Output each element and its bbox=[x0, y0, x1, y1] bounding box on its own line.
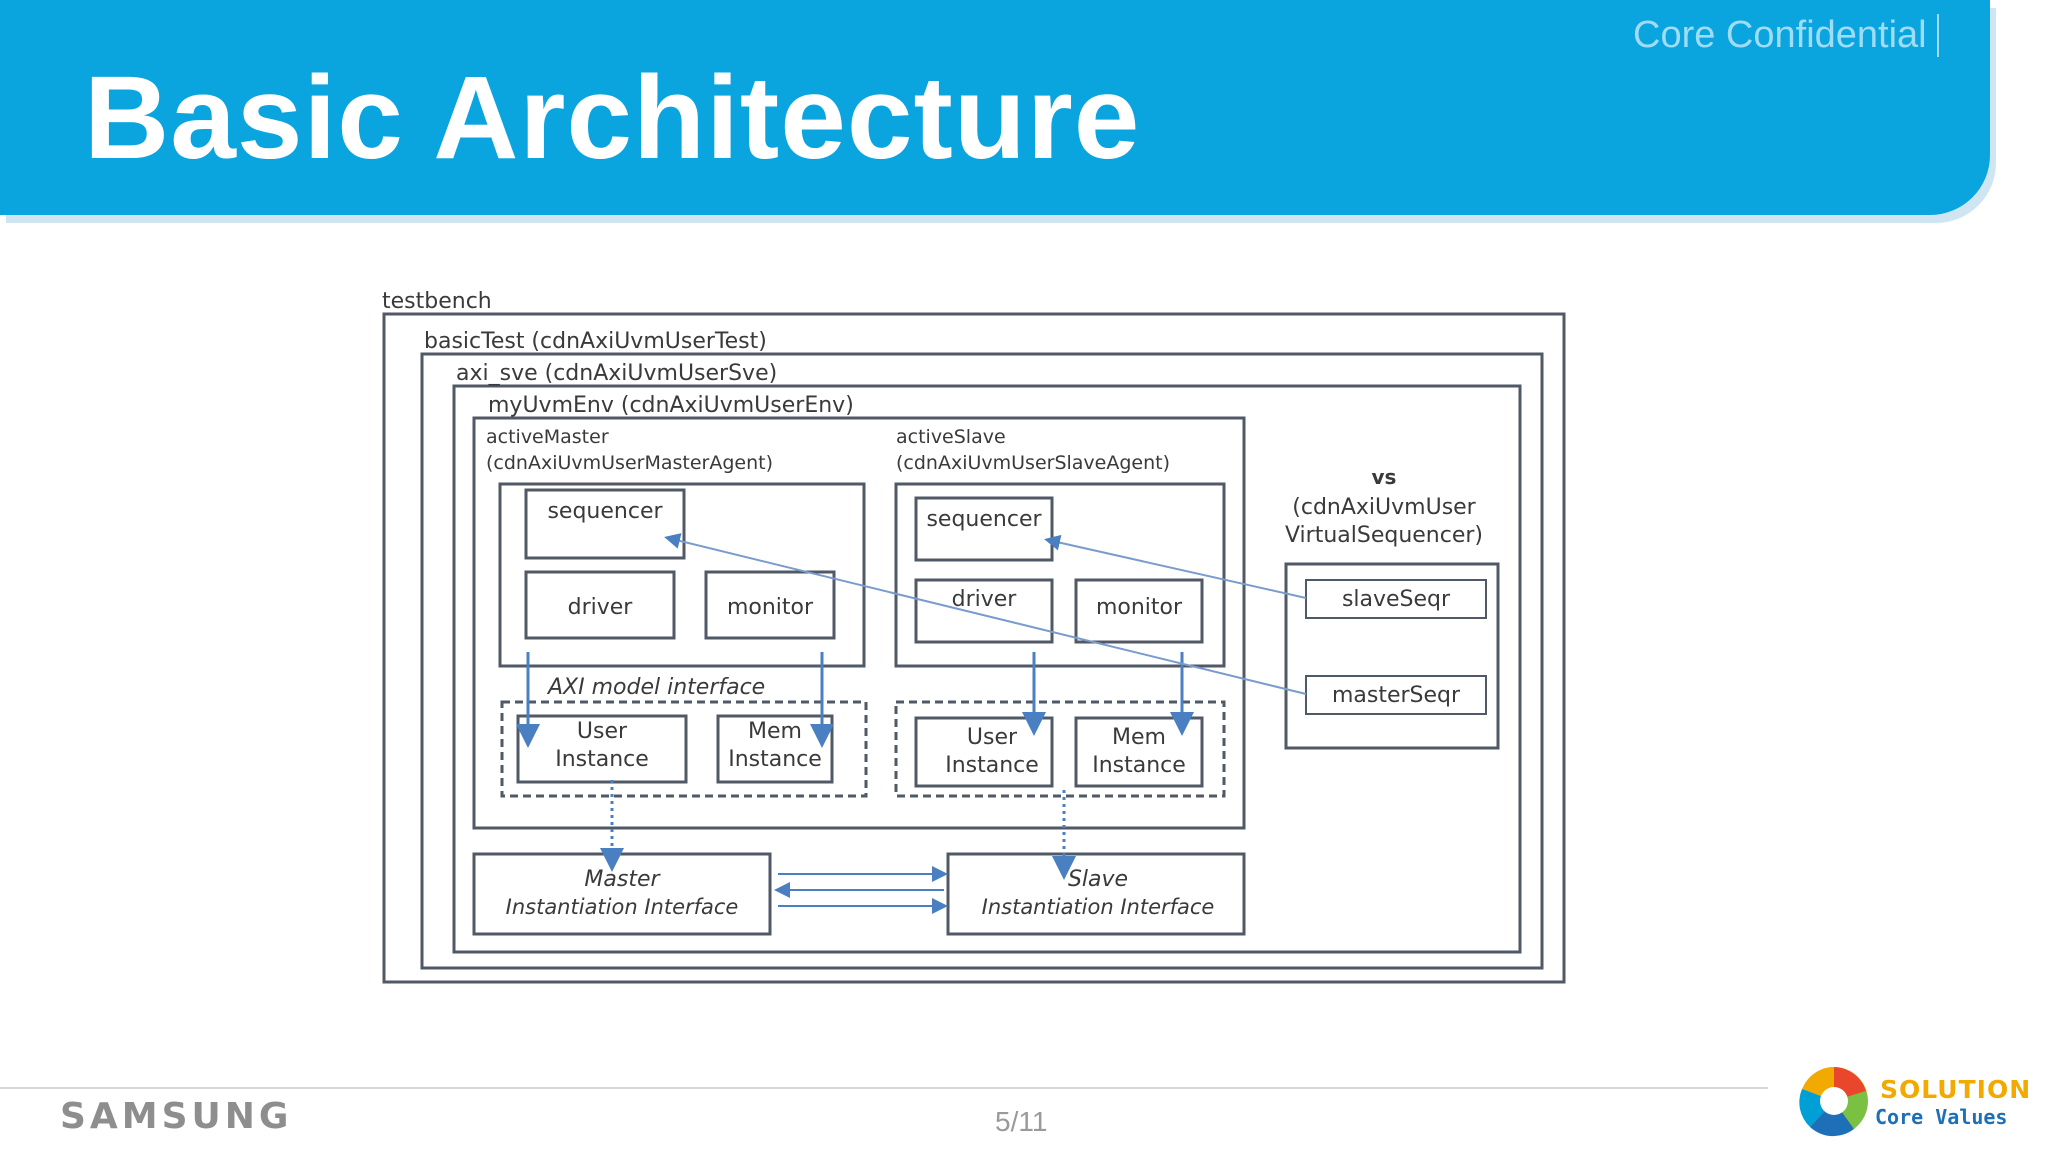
slave-agent-name: activeSlave bbox=[896, 426, 1006, 448]
logo-word-solution: SOLUTION bbox=[1880, 1075, 2032, 1104]
slave-sequencer-box bbox=[914, 496, 1054, 562]
header-bar bbox=[0, 0, 1990, 215]
vs-class-label-2: VirtualSequencer) bbox=[1285, 523, 1483, 548]
master-monitor-box bbox=[704, 570, 836, 640]
master-user-label: User bbox=[577, 719, 628, 744]
slave-seqr-link bbox=[1044, 534, 1307, 599]
slave-axi-interface-box bbox=[894, 700, 1226, 798]
master-ii-label-2: Instantiation Interface bbox=[506, 895, 739, 919]
slave-seqr-box bbox=[1305, 579, 1487, 619]
master-mem-instance-label: Instance bbox=[728, 747, 822, 772]
slave-ii-label-2: Instantiation Interface bbox=[982, 895, 1215, 919]
testbench-label: testbench bbox=[382, 289, 492, 314]
basic-test-label: basicTest (cdnAxiUvmUserTest) bbox=[424, 329, 767, 354]
slave-sequencer-label: sequencer bbox=[926, 507, 1042, 532]
samsung-logo: SAMSUNG bbox=[60, 1096, 293, 1137]
master-agent-name: activeMaster bbox=[486, 426, 609, 448]
basic-test-box bbox=[420, 352, 1544, 970]
confidential-label: Core Confidential bbox=[1633, 14, 1939, 57]
master-seqr-label: masterSeqr bbox=[1332, 683, 1461, 708]
env-box bbox=[472, 416, 1246, 830]
master-driver-label: driver bbox=[568, 595, 634, 620]
env-label: myUvmEnv (cdnAxiUvmUserEnv) bbox=[488, 393, 854, 418]
master-sequencer-box bbox=[524, 488, 686, 560]
master-ii-label: Master bbox=[584, 867, 661, 892]
master-driver-box bbox=[524, 570, 676, 640]
slave-driver-box bbox=[914, 578, 1054, 644]
virtual-sequencer-box bbox=[1284, 562, 1500, 750]
slave-user-label: User bbox=[967, 725, 1018, 750]
vs-class-label-1: (cdnAxiUvmUser bbox=[1292, 495, 1476, 520]
slave-mem-instance-label: Instance bbox=[1092, 753, 1186, 778]
axi-sve-box bbox=[452, 384, 1522, 954]
slave-mem-label: Mem bbox=[1112, 725, 1166, 750]
master-mem-label: Mem bbox=[748, 719, 802, 744]
master-agent-class: (cdnAxiUvmUserMasterAgent) bbox=[486, 452, 773, 474]
vs-label: vs bbox=[1372, 465, 1397, 489]
solution-logo-icon bbox=[1799, 1067, 1868, 1137]
slave-instantiation-interface-box bbox=[946, 852, 1246, 936]
master-sequencer-label: sequencer bbox=[547, 499, 663, 524]
master-seqr-box bbox=[1305, 675, 1487, 715]
master-user-instance-box bbox=[516, 714, 688, 784]
slave-seqr-label: slaveSeqr bbox=[1342, 587, 1451, 612]
master-instantiation-interface-box bbox=[472, 852, 772, 936]
slide-title: Basic Architecture bbox=[84, 52, 1141, 184]
master-agent-box bbox=[498, 482, 866, 668]
logo-word-core-values: Core Values bbox=[1875, 1105, 2008, 1129]
footer-divider bbox=[0, 1087, 1768, 1089]
slave-agent-class: (cdnAxiUvmUserSlaveAgent) bbox=[896, 452, 1170, 474]
slave-user-instance-label: Instance bbox=[945, 753, 1039, 778]
master-user-instance-label: Instance bbox=[555, 747, 649, 772]
axi-sve-label: axi_sve (cdnAxiUvmUserSve) bbox=[456, 361, 777, 386]
slave-ii-label: Slave bbox=[1068, 867, 1128, 892]
master-axi-interface-box bbox=[500, 700, 868, 798]
testbench-box bbox=[382, 312, 1566, 984]
master-monitor-label: monitor bbox=[727, 595, 814, 620]
slave-agent-box bbox=[894, 482, 1226, 668]
master-seqr-link bbox=[664, 533, 1307, 695]
page-number: 5/11 bbox=[995, 1106, 1048, 1137]
slave-monitor-label: monitor bbox=[1096, 595, 1183, 620]
slave-monitor-box bbox=[1074, 578, 1204, 644]
slave-driver-label: driver bbox=[952, 587, 1018, 612]
axi-model-interface-label: AXI model interface bbox=[546, 675, 765, 700]
